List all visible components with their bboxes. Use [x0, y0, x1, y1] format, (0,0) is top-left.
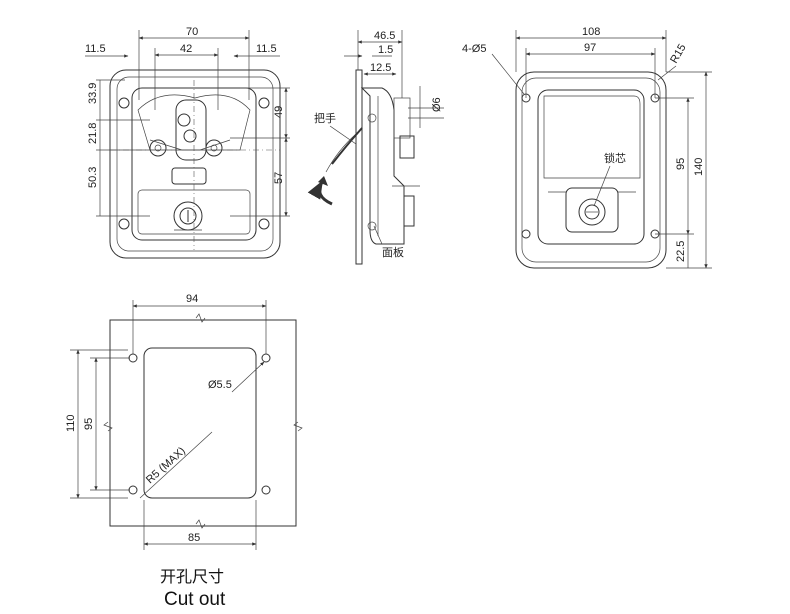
cutout-dim-95: 95 [83, 418, 95, 430]
side-rotate-arrow [307, 180, 333, 206]
front-hole-br [258, 218, 270, 230]
front-dim-70: 70 [186, 26, 198, 38]
front-latch [171, 167, 207, 185]
rear-outer-plate [515, 71, 667, 269]
side-mech-block [399, 135, 415, 159]
rear-lock-core [584, 204, 600, 220]
side-handle [331, 127, 363, 165]
front-handle [137, 94, 251, 151]
cutout-break-bottom [195, 519, 206, 529]
cutout-dim-85: 85 [188, 532, 200, 544]
cutout-hole-tr [261, 353, 271, 363]
rear-hole-bl [521, 229, 531, 239]
side-rotate-arrowhead [318, 176, 328, 186]
rear-dim-r15: R15 [668, 42, 688, 65]
caption-chinese: 开孔尺寸 [160, 567, 224, 586]
front-dim-42: 42 [180, 43, 192, 55]
side-dim-125: 12.5 [370, 62, 391, 74]
side-lock-cyl [403, 195, 415, 227]
front-hole-tl [118, 97, 130, 109]
rear-leader-r15 [657, 65, 677, 81]
cutout-opening [143, 347, 257, 499]
front-dim-57: 57 [273, 172, 285, 184]
side-hole-top [367, 113, 377, 123]
front-pivot-left [149, 139, 167, 157]
front-view: 70 42 11.5 11.5 33.9 21.8 50.3 49 57 [85, 26, 290, 259]
rear-lock-housing [565, 187, 619, 233]
cutout-hole-tl [128, 353, 138, 363]
cutout-break-right [293, 421, 303, 432]
cutout-sheet [109, 319, 297, 527]
caption-english: Cut out [164, 589, 226, 610]
rear-dim-95: 95 [675, 158, 687, 170]
cutout-dim-radius: R5 (MAX) [144, 445, 188, 486]
cutout-dim-110: 110 [65, 414, 77, 432]
rear-dim-97: 97 [584, 42, 596, 54]
front-pivot-b [183, 129, 197, 143]
front-dim-218: 21.8 [87, 123, 99, 144]
cutout-break-top [195, 313, 206, 323]
front-hole-bl [118, 218, 130, 230]
side-dim-6: Ø6 [431, 97, 443, 112]
front-pivot-left-inner [154, 144, 162, 152]
front-outer-plate [109, 69, 281, 259]
front-inner-edge [116, 76, 274, 252]
rear-label-lock: 锁芯 [604, 151, 626, 165]
rear-inner-edge [521, 77, 661, 263]
cutout-dim-hole: Ø5.5 [208, 379, 232, 391]
cutout-leader-radius [139, 431, 213, 499]
rear-dim-225: 22.5 [675, 241, 687, 262]
cutout-hole-br [261, 485, 271, 495]
rear-handle-area [543, 95, 641, 179]
cutout-view: 94 85 110 95 Ø5.5 R5 (MAX) [65, 293, 303, 550]
cutout-leader-hole [231, 361, 265, 393]
front-dim-11l: 11.5 [85, 43, 106, 55]
side-hole-bottom [367, 221, 377, 231]
cutout-dim-94: 94 [186, 293, 198, 305]
rear-dim-140: 140 [693, 158, 705, 176]
front-dim-503: 50.3 [87, 167, 99, 188]
front-pivot-a [177, 113, 191, 127]
side-mech-upper [393, 97, 411, 139]
side-label-panel: 面板 [382, 245, 404, 259]
side-label-handle: 把手 [314, 111, 336, 125]
side-dim-15: 1.5 [378, 44, 393, 56]
side-flange [355, 69, 363, 265]
rear-dim-holes: 4-Ø5 [462, 43, 486, 55]
front-lock-core [179, 207, 197, 225]
front-dim-339: 33.9 [87, 83, 99, 104]
cutout-hole-bl [128, 485, 138, 495]
cutout-break-left [103, 421, 113, 432]
front-hole-tr [258, 97, 270, 109]
side-view: 46.5 1.5 12.5 Ø6 把手 面板 [307, 30, 444, 265]
rear-view: 108 97 4-Ø5 R15 140 95 22.5 锁芯 [462, 26, 712, 269]
side-body [360, 87, 405, 245]
side-leader-panel [373, 225, 383, 245]
rear-leader-lock [593, 165, 611, 207]
side-dim-465: 46.5 [374, 30, 395, 42]
rear-lock-outer [578, 198, 606, 226]
rear-leader-holes [491, 53, 525, 95]
front-dim-11r: 11.5 [256, 43, 277, 55]
side-leader-handle [329, 125, 357, 145]
front-pivot-right [205, 139, 223, 157]
rear-dim-108: 108 [582, 26, 600, 38]
front-handle-grip [175, 99, 207, 161]
front-dim-49: 49 [273, 106, 285, 118]
rear-recess [537, 89, 645, 245]
